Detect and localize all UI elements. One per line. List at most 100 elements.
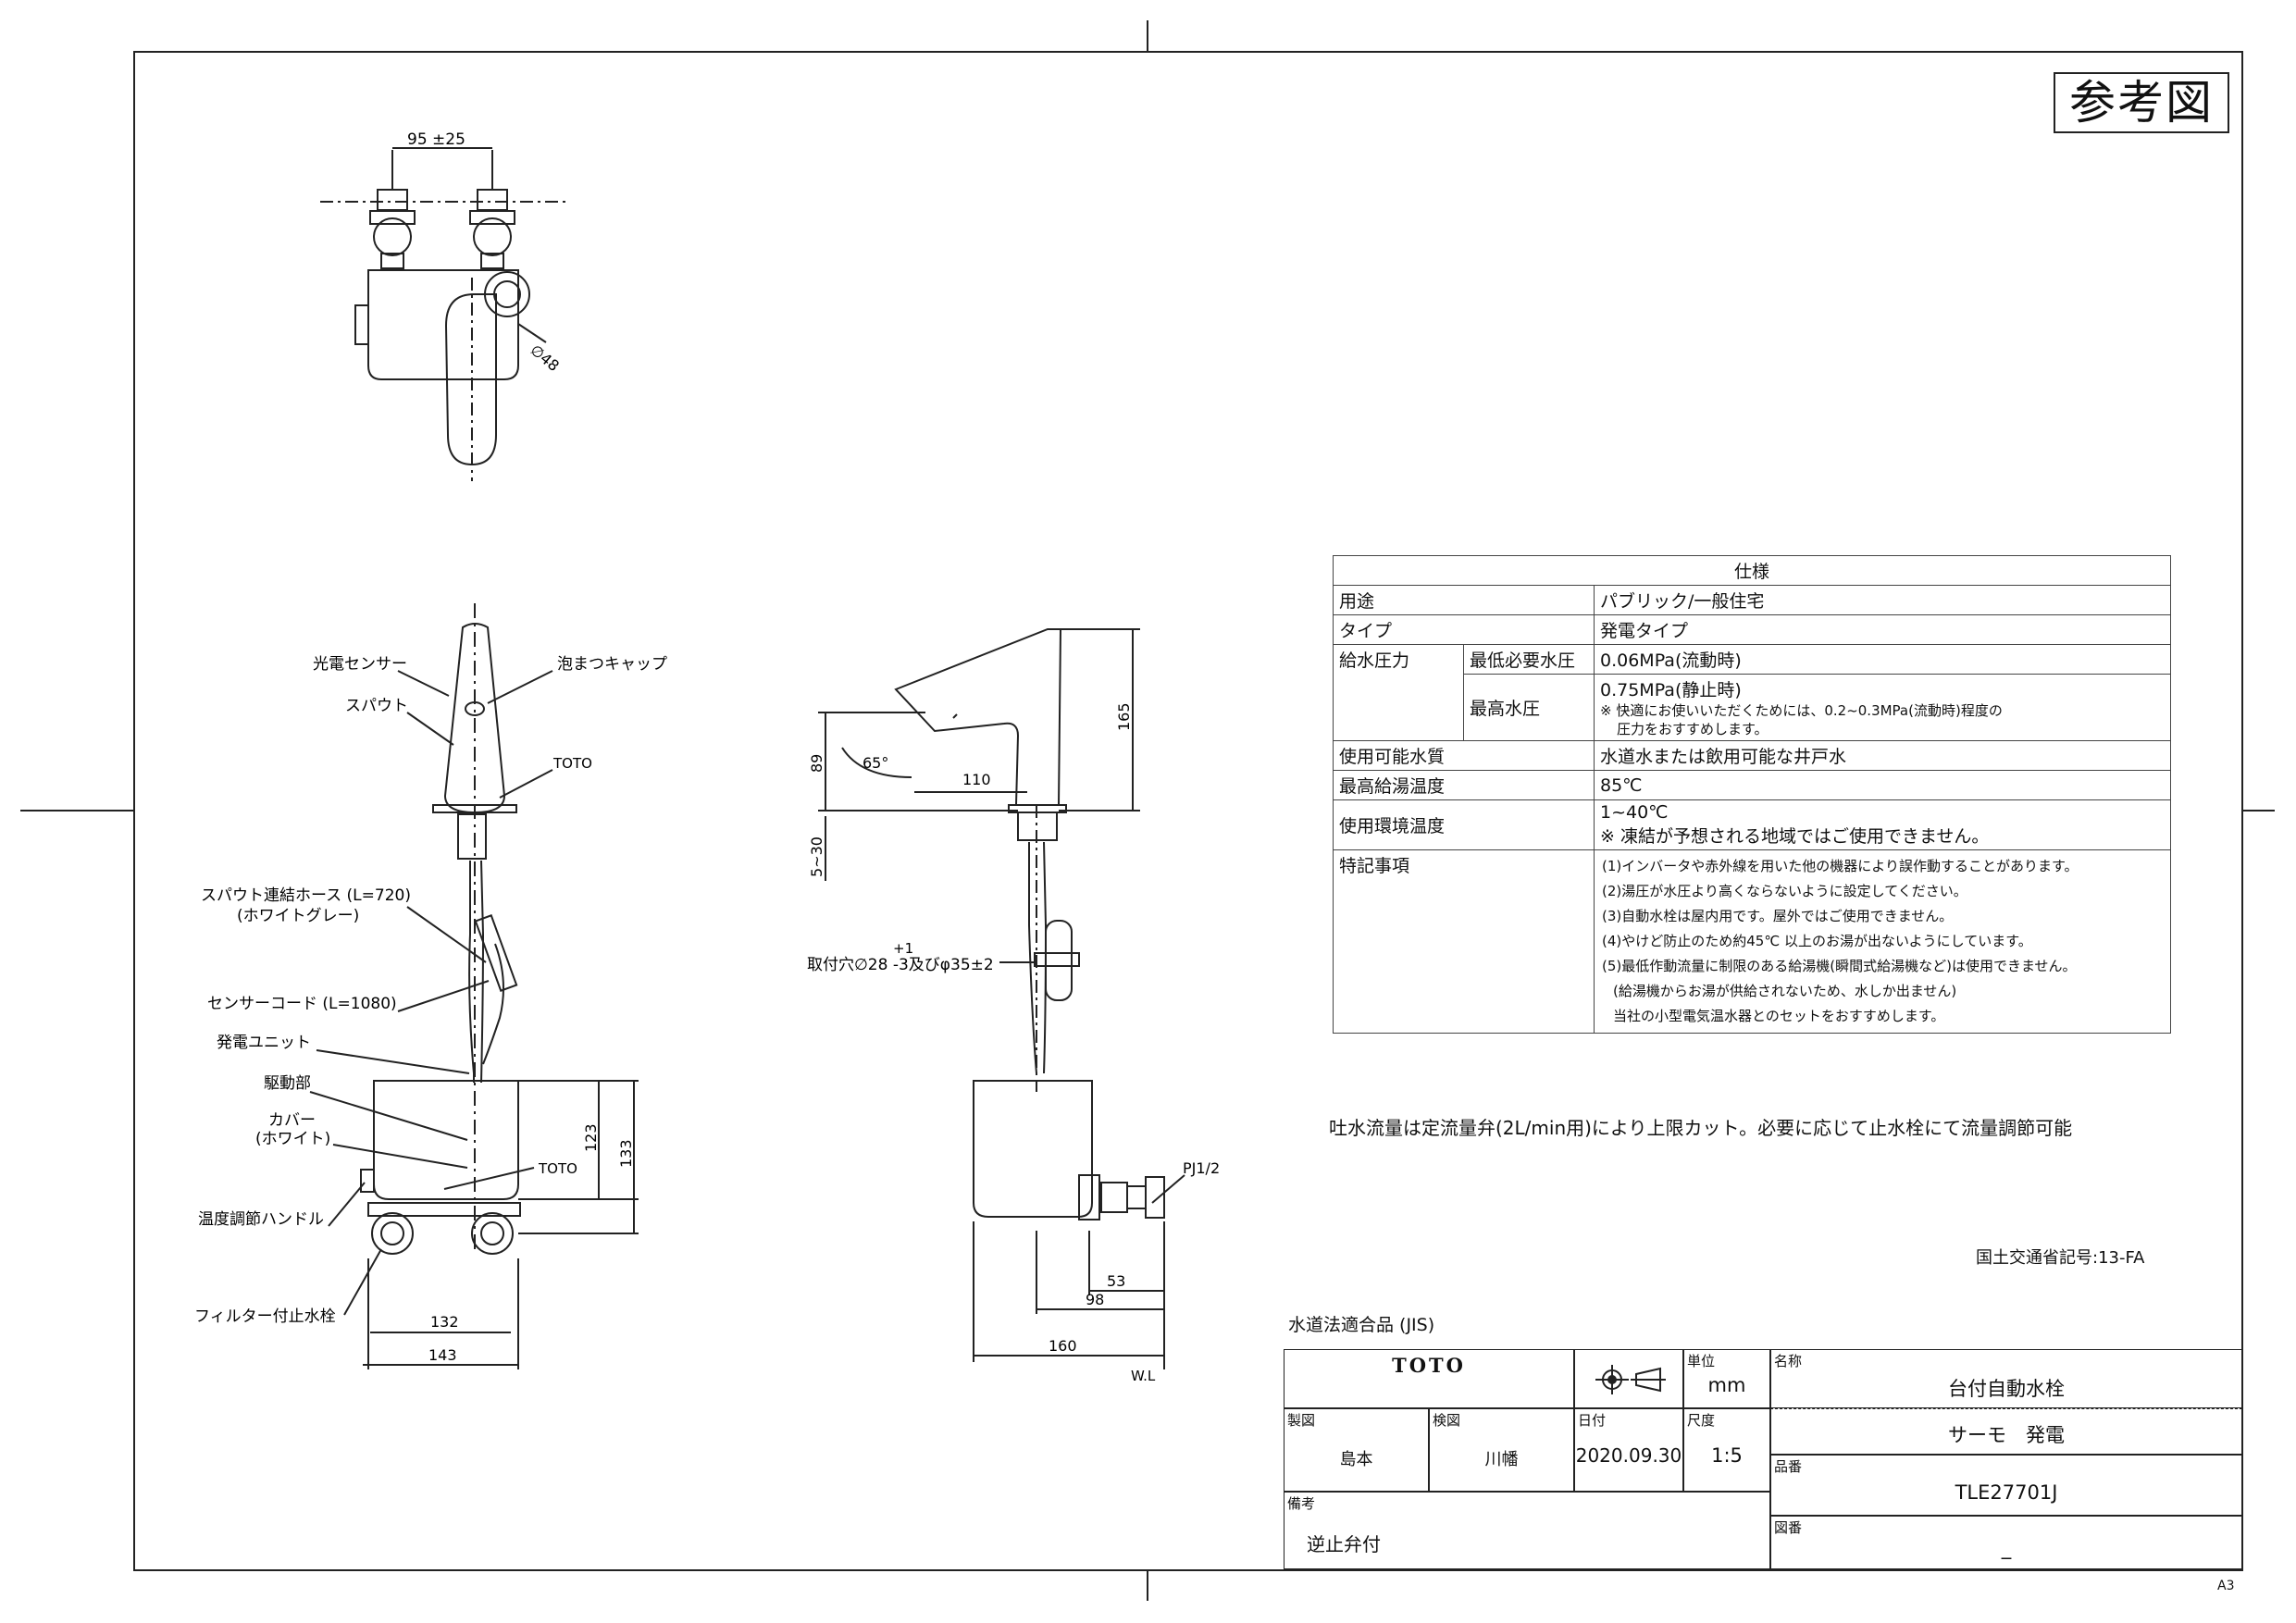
spec-remarks-label: 特記事項: [1333, 849, 1595, 1034]
tb-drawn-cell: 製図 島本: [1284, 1408, 1429, 1492]
spec-remark-5: (5)最低作動流量に制限のある給湯機(瞬間式給湯機など)は使用できません。: [1602, 958, 2077, 974]
label-drive: 駆動部: [264, 1074, 311, 1093]
dim-123: 123: [582, 1123, 600, 1152]
top-view: [320, 147, 566, 481]
tb-remarks-caption: 備考: [1287, 1495, 1316, 1512]
tb-date-cell: 日付 2020.09.30: [1574, 1408, 1683, 1492]
spec-quality-label: 使用可能水質: [1333, 740, 1595, 771]
tb-remarks-cell: 備考 逆止弁付: [1284, 1492, 1770, 1569]
spec-remarks-cell: (1)インバータや赤外線を用いた他の機器により誤作動することがあります。 (2)…: [1594, 849, 2171, 1034]
label-toto-lower: TOTO: [538, 1160, 577, 1177]
tb-scale-caption: 尺度: [1687, 1412, 1716, 1429]
tb-unit-value: mm: [1707, 1374, 1746, 1396]
dim-132: 132: [430, 1313, 459, 1331]
spec-use-value: パブリック/一般住宅: [1594, 585, 2171, 615]
tb-part-value: TLE27701J: [1955, 1481, 2058, 1504]
spec-quality-value: 水道水または飲用可能な井戸水: [1594, 740, 2171, 771]
dim-pitch: 95 ±25: [407, 130, 465, 149]
spec-pressure-label: 給水圧力: [1333, 644, 1464, 741]
tb-checked-caption: 検図: [1433, 1412, 1461, 1429]
tb-name-value: 台付自動水栓: [1948, 1378, 2065, 1400]
label-spout: スパウト: [345, 697, 408, 715]
tb-scale-value: 1:5: [1711, 1444, 1743, 1467]
title-block: TOTO 単位 mm 名称 台付自動水栓 製図 島本 検図 川幡 日付 2020…: [1284, 1349, 2242, 1569]
side-view: [818, 628, 1185, 1369]
spec-min-value: 0.06MPa(流動時): [1594, 644, 2171, 675]
spec-remark-4: (4)やけど防止のため約45℃ 以上のお湯が出ないようにしています。: [1602, 933, 2032, 949]
dim-deck: 5~30: [808, 836, 825, 877]
spec-table: 仕様 用途 パブリック/一般住宅 タイプ 発電タイプ 給水圧力 最低必要水圧 0…: [1333, 555, 2171, 1034]
spec-remark-1: (1)インバータや赤外線を用いた他の機器により誤作動することがあります。: [1602, 858, 2079, 874]
spec-remark-3: (3)自動水栓は屋内用です。屋外ではご使用できません。: [1602, 908, 1954, 924]
spec-max-label: 最高水圧: [1463, 674, 1595, 741]
label-sensor: 光電センサー: [313, 655, 407, 674]
label-filter-valve: フィルター付止水栓: [194, 1307, 336, 1326]
tb-unit-caption: 単位: [1687, 1353, 1716, 1369]
dim-hole-tolerance: +1: [893, 940, 913, 957]
spec-max-value: 0.75MPa(静止時): [1600, 680, 1742, 700]
dim-133: 133: [617, 1139, 635, 1168]
label-hose: スパウト連結ホース (L=720): [201, 886, 411, 905]
label-foam-cap: 泡まつキャップ: [557, 655, 667, 674]
label-sensor-cord: センサーコード (L=1080): [207, 995, 397, 1013]
sheet-size: A3: [2217, 1579, 2235, 1593]
label-cover-color: (ホワイト): [255, 1130, 330, 1148]
spec-remark-2: (2)湯圧が水圧より高くならないように設定してください。: [1602, 883, 1967, 899]
label-cover: カバー: [268, 1111, 316, 1130]
tb-drawing-cell: 図番 _: [1770, 1516, 2242, 1569]
dim-160: 160: [1049, 1337, 1077, 1355]
spec-use-label: 用途: [1333, 585, 1595, 615]
tb-part-cell: 品番 TLE27701J: [1770, 1455, 2242, 1516]
spec-hot-label: 最高給湯温度: [1333, 770, 1595, 800]
tb-projection-cell: [1574, 1349, 1683, 1408]
toto-logo: TOTO: [1392, 1354, 1466, 1377]
tb-name-cell: 名称 台付自動水栓: [1770, 1349, 2242, 1408]
dim-diameter: ∅48: [527, 341, 562, 376]
jis-note: 水道法適合品 (JIS): [1288, 1315, 1435, 1335]
spec-remark-7: 当社の小型電気温水器とのセットをおすすめします。: [1613, 1008, 1945, 1024]
spec-max-cell: 0.75MPa(静止時) ※ 快適にお使いいただくためには、0.2~0.3MPa…: [1594, 674, 2171, 741]
spec-header: 仕様: [1333, 555, 2171, 586]
flow-note: 吐水流量は定流量弁(2L/min用)により上限カット。必要に応じて止水栓にて流量…: [1329, 1117, 2073, 1139]
tb-subname-value: サーモ 発電: [1948, 1424, 2065, 1446]
dim-pj: PJ1/2: [1183, 1159, 1220, 1177]
tb-name-caption: 名称: [1774, 1353, 1803, 1369]
tb-logo-cell: TOTO: [1284, 1349, 1574, 1408]
dim-89: 89: [808, 754, 825, 773]
spec-env-value: 1~40℃: [1600, 802, 1669, 823]
front-view: [309, 603, 639, 1369]
tb-drawn-value: 島本: [1339, 1450, 1373, 1469]
dim-reach: 110: [962, 771, 991, 788]
tb-drawing-value: _: [2001, 1537, 2012, 1559]
spec-env-label: 使用環境温度: [1333, 799, 1595, 850]
dim-angle: 65°: [863, 754, 888, 772]
spec-min-label: 最低必要水圧: [1463, 644, 1595, 675]
reference-label: 参考図: [2054, 72, 2229, 133]
tb-subname-cell: サーモ 発電: [1770, 1408, 2242, 1455]
dim-143: 143: [428, 1346, 457, 1364]
spec-type-value: 発電タイプ: [1594, 614, 2171, 645]
tb-date-value: 2020.09.30: [1575, 1444, 1682, 1467]
tb-checked-cell: 検図 川幡: [1429, 1408, 1574, 1492]
tb-remarks-value: 逆止弁付: [1307, 1533, 1381, 1555]
label-temp-handle: 温度調節ハンドル: [198, 1210, 324, 1229]
projection-symbol-icon: [1595, 1365, 1666, 1394]
label-generator: 発電ユニット: [217, 1034, 311, 1052]
label-toto-upper: TOTO: [552, 755, 592, 772]
dim-53: 53: [1107, 1272, 1125, 1290]
spec-type-label: タイプ: [1333, 614, 1595, 645]
spec-hot-value: 85℃: [1594, 770, 2171, 800]
tb-drawing-caption: 図番: [1774, 1519, 1803, 1536]
spec-max-note2: 圧力をおすすめします。: [1617, 721, 1769, 737]
spec-env-note: ※ 凍結が予想される地域ではご使用できません。: [1600, 826, 1990, 847]
spec-max-note: ※ 快適にお使いいただくためには、0.2~0.3MPa(流動時)程度の: [1600, 702, 2003, 719]
tb-unit-cell: 単位 mm: [1683, 1349, 1770, 1408]
dim-165: 165: [1115, 702, 1133, 731]
mlit-code: 国土交通省記号:13-FA: [1976, 1248, 2145, 1268]
label-hose-color: (ホワイトグレー): [237, 907, 359, 925]
spec-env-cell: 1~40℃ ※ 凍結が予想される地域ではご使用できません。: [1594, 799, 2171, 850]
dim-wl: W.L: [1131, 1368, 1156, 1384]
tb-drawn-caption: 製図: [1287, 1412, 1316, 1429]
tb-date-caption: 日付: [1578, 1412, 1607, 1429]
